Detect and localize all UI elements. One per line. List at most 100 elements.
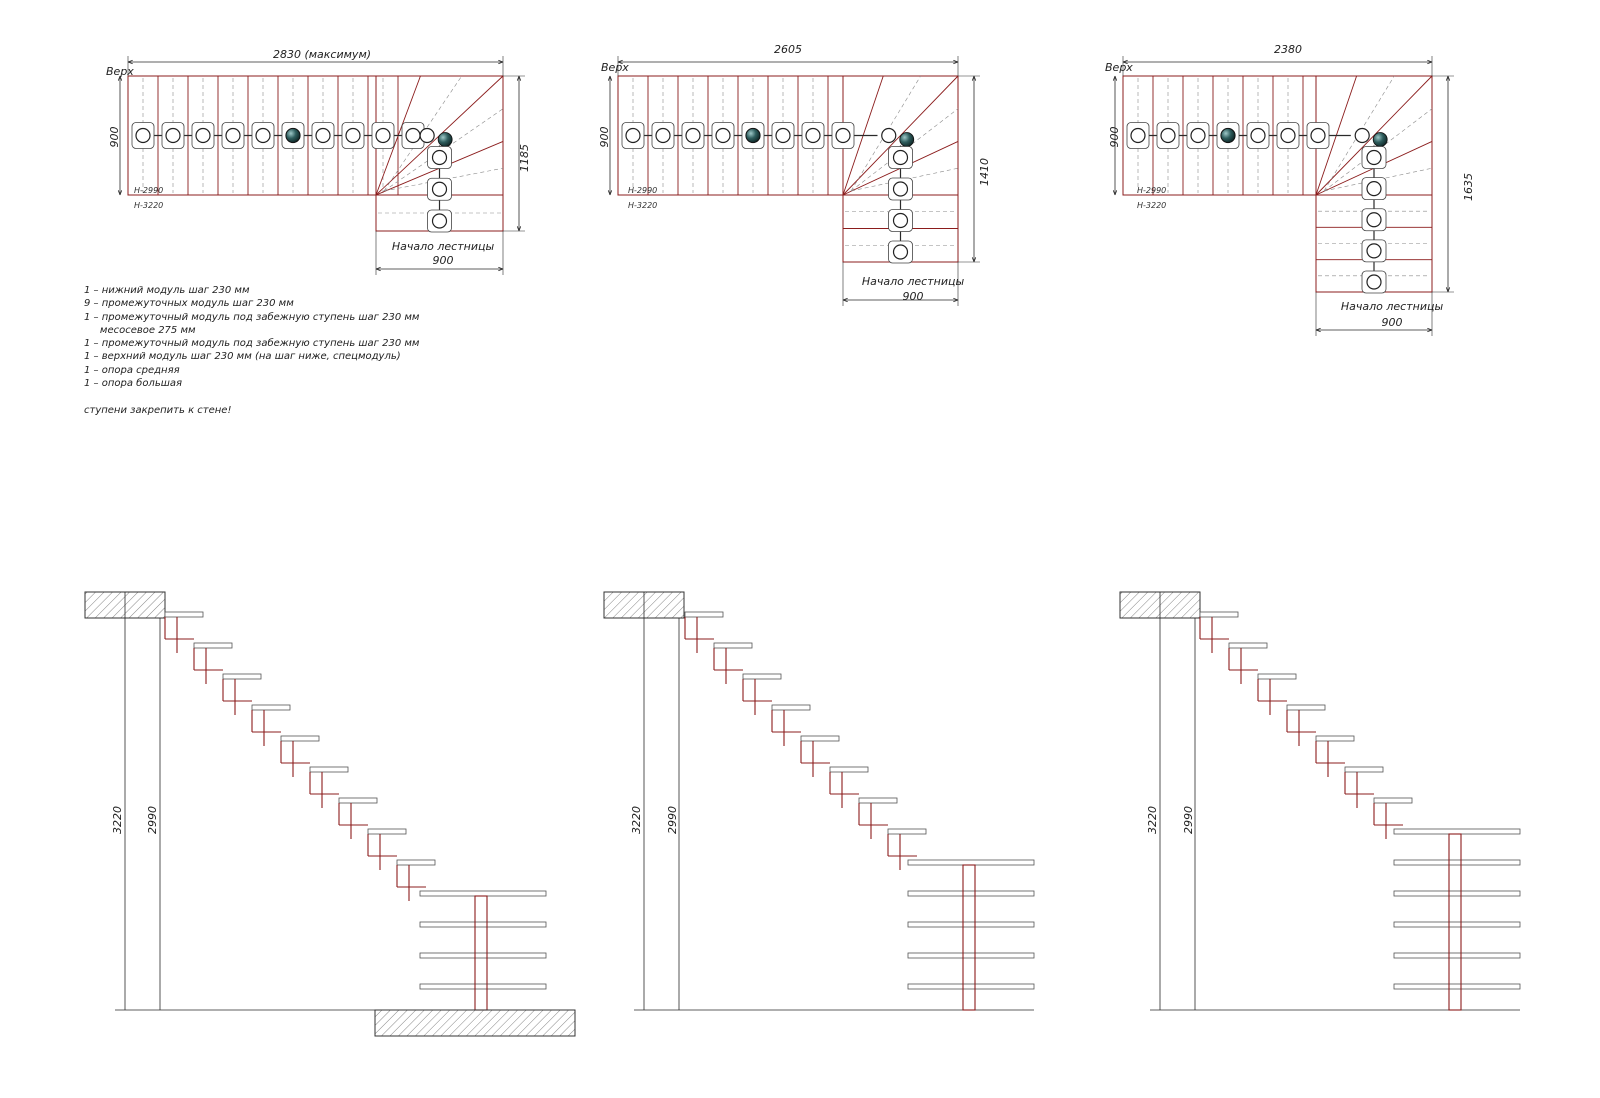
- tread: [396, 859, 436, 866]
- module-disc: [431, 213, 448, 229]
- tread: [800, 735, 840, 742]
- module-disc: [655, 127, 671, 144]
- elevation-3-total-height: 3220: [1146, 806, 1159, 834]
- plan-1: 2830 (максимум) Верх 900 1185 H-2990 H-3…: [106, 48, 531, 275]
- ball-joint: [1372, 132, 1388, 147]
- parts-list-item: 1 – опора средняя: [84, 364, 180, 376]
- module-disc: [1190, 127, 1206, 144]
- module-disc: [135, 127, 151, 144]
- plan-1-start-label: Начало лестницы: [392, 240, 495, 253]
- plan-3-start-label: Начало лестницы: [1341, 300, 1444, 313]
- plan-2-top-label: Верх: [601, 61, 629, 74]
- hidden-line: [383, 167, 504, 192]
- module-disc: [715, 127, 731, 144]
- plan-3-top-label: Верх: [1105, 61, 1133, 74]
- tread: [1257, 673, 1297, 680]
- right-dimension-arrow: [516, 226, 522, 232]
- module-disc: [835, 127, 851, 144]
- module-disc: [1250, 127, 1266, 144]
- hidden-line: [850, 167, 959, 192]
- depth-dimension-arrow: [1112, 75, 1118, 81]
- tread: [367, 828, 407, 835]
- plan-2-h2-label: H-3220: [628, 201, 657, 210]
- elevation-3: 3220 2990: [1119, 591, 1521, 1011]
- tread: [1199, 611, 1239, 618]
- depth-dimension-arrow: [607, 190, 613, 196]
- module-disc: [892, 212, 909, 229]
- ball-joint: [437, 132, 453, 147]
- module-disc: [315, 127, 331, 144]
- plan-3-h1-label: H-2990: [1137, 186, 1166, 195]
- wide-tread: [1393, 890, 1521, 897]
- depth-dimension-arrow: [607, 75, 613, 81]
- plan-2-start-label: Начало лестницы: [862, 275, 965, 288]
- tread: [829, 766, 869, 773]
- wide-tread: [907, 921, 1035, 928]
- module-disc: [431, 181, 448, 197]
- plan-1-h1-label: H-2990: [134, 186, 163, 195]
- elevation-1-total-height: 3220: [111, 806, 124, 834]
- plan-3-start-width: 900: [1382, 316, 1403, 329]
- wide-tread: [1393, 859, 1521, 866]
- parts-list-item: 1 – опора большая: [84, 378, 183, 390]
- wide-tread: [1393, 828, 1521, 835]
- right-dimension-arrow: [1445, 75, 1451, 81]
- parts-list-item: 9 – промежуточных модуль шаг 230 мм: [84, 298, 294, 310]
- module-disc: [1310, 127, 1326, 144]
- parts-list-item: 1 – промежуточный модуль под забежную ст…: [84, 338, 420, 350]
- tread: [1315, 735, 1355, 742]
- plan-2-right-label: 1410: [978, 158, 991, 186]
- module-disc: [345, 127, 361, 144]
- plan-3-depth-label: 900: [1108, 127, 1121, 148]
- parts-list-item: месосевое 275 мм: [84, 324, 196, 336]
- right-dimension-arrow: [971, 75, 977, 81]
- plan-1-depth-label: 900: [108, 127, 121, 148]
- parts-list: 1 – нижний модуль шаг 230 мм 9 – промежу…: [84, 284, 419, 418]
- plan-2-h1-label: H-2990: [628, 186, 657, 195]
- module-disc: [431, 149, 448, 166]
- tread: [771, 704, 811, 711]
- tread: [713, 642, 753, 649]
- plan-1-outline: [117, 56, 525, 275]
- module-disc: [892, 149, 909, 166]
- plan-2-depth-label: 900: [598, 127, 611, 148]
- right-dimension-arrow: [516, 75, 522, 81]
- wide-tread: [419, 983, 547, 990]
- parts-list-item: 1 – верхний модуль шаг 230 мм (на шаг ни…: [84, 351, 401, 363]
- depth-dimension-arrow: [117, 75, 123, 81]
- module-disc: [1366, 149, 1382, 166]
- tread: [1228, 642, 1268, 649]
- plan-1-right-label: 1185: [518, 144, 531, 172]
- elevation-1-floor-height: 2990: [146, 806, 159, 834]
- module-disc: [1130, 127, 1146, 144]
- ball-joint: [899, 132, 915, 147]
- module-disc: [1366, 212, 1382, 228]
- module-disc: [685, 127, 701, 144]
- module-disc: [1366, 274, 1382, 290]
- elevation-2-floor-height: 2990: [666, 806, 679, 834]
- module-disc: [375, 127, 391, 144]
- tread: [309, 766, 349, 773]
- ball-joint: [1220, 128, 1236, 143]
- hidden-line: [850, 108, 959, 192]
- plan-1-h2-label: H-3220: [134, 201, 163, 210]
- wide-tread: [907, 983, 1035, 990]
- plan-2-outline: [607, 56, 980, 306]
- tread: [1373, 797, 1413, 804]
- hidden-line: [383, 75, 462, 192]
- module-disc: [1160, 127, 1176, 144]
- start-width-dimension-arrow: [953, 297, 959, 303]
- plan-1-width-label: 2830 (максимум): [273, 48, 371, 61]
- tread: [887, 828, 927, 835]
- elevation-3-floor-height: 2990: [1182, 806, 1195, 834]
- ball-joint: [745, 128, 761, 143]
- module-disc: [405, 127, 421, 144]
- module-disc: [1366, 243, 1382, 259]
- support-column: [962, 864, 976, 1011]
- plan-3-outline: [1112, 56, 1454, 336]
- module-disc: [805, 127, 821, 144]
- module-disc: [775, 127, 791, 144]
- plan-1-start-width: 900: [433, 254, 454, 267]
- width-dimension-arrow: [617, 59, 623, 65]
- hidden-line: [1323, 75, 1395, 192]
